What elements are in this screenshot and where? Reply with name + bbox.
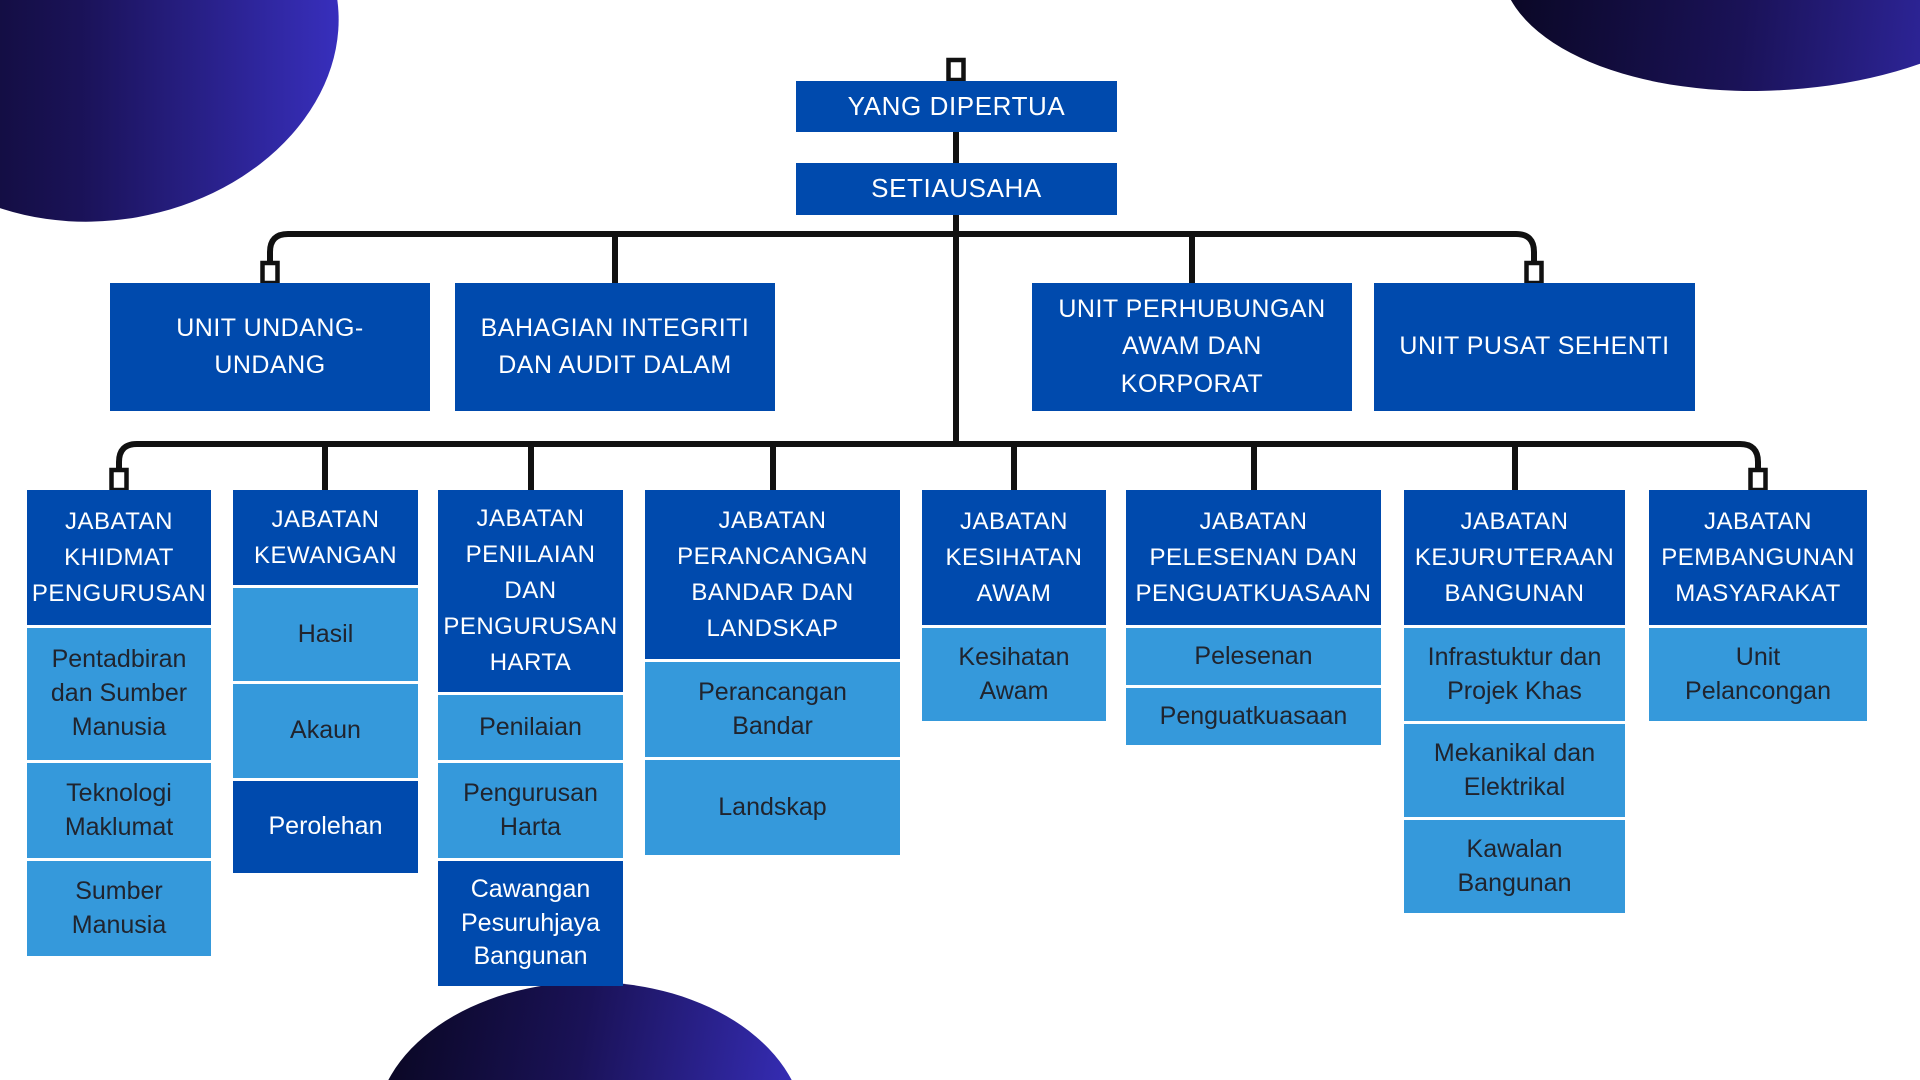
node-unit-perhubungan-awam: UNIT PERHUBUNGAN AWAM DAN KORPORAT xyxy=(1032,283,1352,411)
sub-perolehan: Perolehan xyxy=(233,781,418,873)
sub-teknologi-maklumat: Teknologi Maklumat xyxy=(27,763,211,858)
node-bahagian-integriti-audit: BAHAGIAN INTEGRITI DAN AUDIT DALAM xyxy=(455,283,775,411)
sub-infrastuktur-projek-khas: Infrastuktur dan Projek Khas xyxy=(1404,628,1625,721)
dept-kejuruteraan-bangunan: JABATAN KEJURUTERAAN BANGUNAN xyxy=(1404,490,1625,625)
sub-cawangan-pesuruhjaya-bangunan: Cawangan Pesuruhjaya Bangunan xyxy=(438,861,623,986)
sub-mekanikal-elektrikal: Mekanikal dan Elektrikal xyxy=(1404,724,1625,817)
sub-kawalan-bangunan: Kawalan Bangunan xyxy=(1404,820,1625,913)
node-setiausaha: SETIAUSAHA xyxy=(796,163,1117,215)
dept-pelesenan-penguatkuasaan: JABATAN PELESENAN DAN PENGUATKUASAAN xyxy=(1126,490,1381,625)
dept-perancangan-bandar-landskap: JABATAN PERANCANGAN BANDAR DAN LANDSKAP xyxy=(645,490,900,659)
sub-perancangan-bandar: Perancangan Bandar xyxy=(645,662,900,757)
sub-penilaian: Penilaian xyxy=(438,695,623,760)
connector-terminal-unit-1 xyxy=(260,260,280,286)
node-yang-dipertua: YANG DIPERTUA xyxy=(796,81,1117,132)
connector-terminal-dept-1 xyxy=(109,467,129,493)
dept-pembangunan-masyarakat: JABATAN PEMBANGUNAN MASYARAKAT xyxy=(1649,490,1867,625)
dept-kesihatan-awam: JABATAN KESIHATAN AWAM xyxy=(922,490,1106,625)
node-unit-undang-undang: UNIT UNDANG-UNDANG xyxy=(110,283,430,411)
sub-landskap: Landskap xyxy=(645,760,900,855)
sub-akaun: Akaun xyxy=(233,684,418,778)
sub-pelesenan: Pelesenan xyxy=(1126,628,1381,685)
dept-khidmat-pengurusan: JABATAN KHIDMAT PENGURUSAN xyxy=(27,490,211,625)
connector-terminal-dept-8 xyxy=(1748,467,1768,493)
sub-hasil: Hasil xyxy=(233,588,418,681)
connector-terminal-root xyxy=(946,57,966,83)
sub-sumber-manusia: Sumber Manusia xyxy=(27,861,211,956)
sub-penguatkuasaan: Penguatkuasaan xyxy=(1126,688,1381,745)
connector-terminal-unit-4 xyxy=(1524,260,1544,286)
node-unit-pusat-sehenti: UNIT PUSAT SEHENTI xyxy=(1374,283,1695,411)
dept-penilaian-pengurusan-harta: JABATAN PENILAIAN DAN PENGURUSAN HARTA xyxy=(438,490,623,692)
sub-kesihatan-awam: Kesihatan Awam xyxy=(922,628,1106,721)
dept-kewangan: JABATAN KEWANGAN xyxy=(233,490,418,585)
sub-unit-pelancongan: Unit Pelancongan xyxy=(1649,628,1867,721)
sub-pengurusan-harta: Pengurusan Harta xyxy=(438,763,623,858)
sub-pentadbiran-sumber-manusia: Pentadbiran dan Sumber Manusia xyxy=(27,628,211,760)
